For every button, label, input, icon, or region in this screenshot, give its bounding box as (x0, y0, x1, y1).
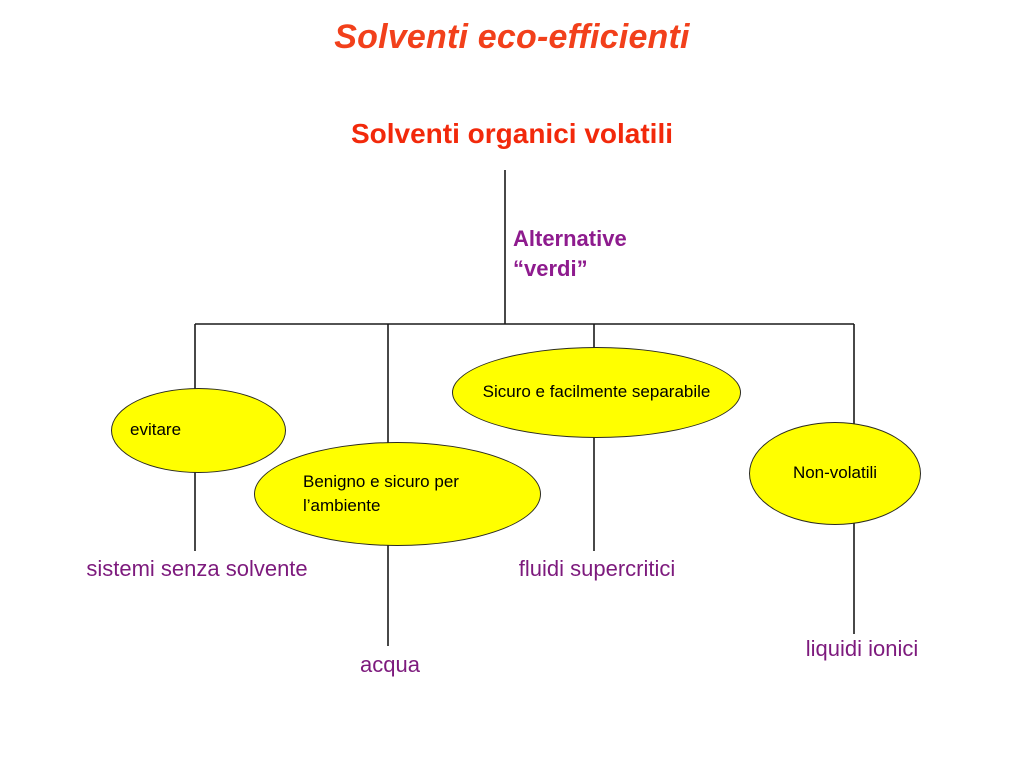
callout-bubble-evitare: evitare (111, 388, 286, 473)
callout-bubble-separabile: Sicuro e facilmente separabile (452, 347, 741, 438)
branch-heading-line-2: “verdi” (513, 255, 588, 281)
leaf-label-sistemi-senza-solvente: sistemi senza solvente (86, 556, 308, 581)
subtitle: Solventi organici volatili (350, 118, 674, 149)
branch-heading-line-1: Alternative (513, 226, 627, 251)
leaf-label-fluidi-supercritici: fluidi supercritici (518, 556, 676, 581)
callout-bubble-evitare-label: evitare (130, 420, 182, 440)
branch-heading: Alternative “verdi” (513, 224, 743, 283)
callout-bubble-nonvolatili-label: Non-volatili (792, 463, 878, 483)
page-title: Solventi eco-efficienti (334, 18, 690, 56)
callout-bubble-separabile-label: Sicuro e facilmente separabile (482, 382, 711, 402)
callout-bubble-benigno-label: Benigno e sicuro per l’ambiente (303, 471, 459, 515)
callout-bubble-nonvolatili: Non-volatili (749, 422, 921, 525)
leaf-label-acqua: acqua (360, 652, 420, 677)
callout-bubble-benigno: Benigno e sicuro per l’ambiente (254, 442, 541, 546)
leaf-label-liquidi-ionici: liquidi ionici (805, 636, 919, 661)
